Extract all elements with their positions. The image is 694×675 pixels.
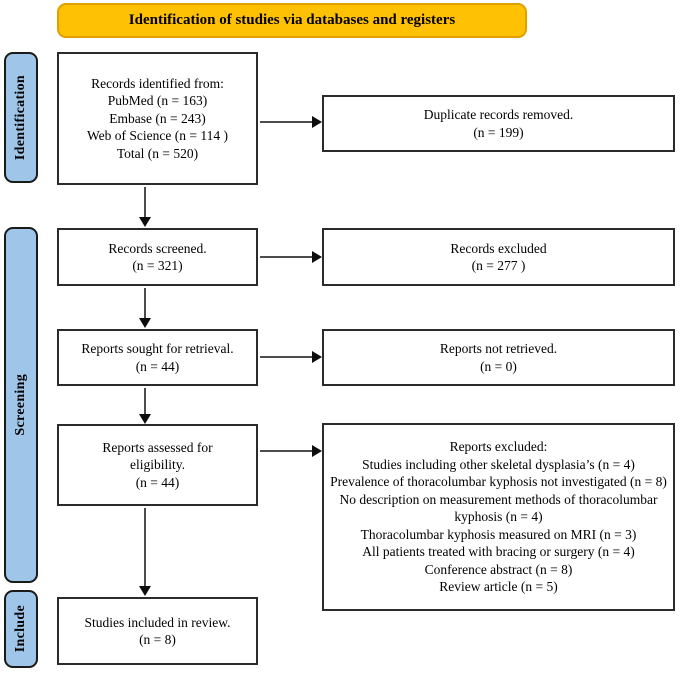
arrow-right-identified-to-duplicates [260, 116, 322, 128]
stage-label-include: Include [4, 590, 38, 668]
banner-identification-via-databases: Identification of studies via databases … [57, 3, 527, 38]
arrow-down-assessed-to-included [139, 508, 151, 596]
box-text-line: Duplicate records removed. [423, 107, 574, 122]
box-text-line: No description on measurement methods of… [339, 491, 658, 525]
box-text-line: (n = 8) [139, 632, 176, 647]
banner-label: Identification of studies via databases … [128, 12, 456, 28]
box-text-line: (n = 44) [135, 474, 180, 490]
box-text-line: Studies including other skeletal dysplas… [362, 456, 635, 472]
arrow-down-sought-to-assessed [139, 388, 151, 424]
box-text-line: (n = 277 ) [471, 258, 526, 273]
box-duplicate-records-removed: Duplicate records removed. (n = 199) [322, 95, 675, 152]
box-reports-not-retrieved: Reports not retrieved. (n = 0) [322, 329, 675, 386]
box-text-line: PubMed (n = 163) [107, 93, 208, 109]
box-reports-sought-for-retrieval: Reports sought for retrieval. (n = 44) [57, 329, 258, 386]
box-text-line: Records excluded [450, 240, 547, 256]
box-text-line: Reports not retrieved. [439, 341, 558, 356]
stage-label-screening: Screening [4, 227, 38, 583]
box-reports-assessed-for-eligibility: Reports assessed for eligibility.(n = 44) [57, 424, 258, 506]
box-text-line: Records screened. [108, 240, 207, 256]
box-text-line: Conference abstract (n = 8) [424, 561, 573, 577]
arrow-right-screened-to-excluded [260, 251, 322, 263]
box-text-line: Reports assessed for [102, 439, 213, 455]
box-text-line: Prevalence of thoracolumbar kyphosis not… [330, 474, 667, 490]
stage-label-identification: Identification [4, 52, 38, 183]
box-text-line: Review article (n = 5) [439, 579, 558, 595]
box-text-line: Reports sought for retrieval. [81, 341, 234, 356]
stage-identification-text: Identification [13, 74, 28, 161]
box-records-excluded: Records excluded (n = 277 ) [322, 228, 675, 286]
box-text-line: (n = 0) [480, 358, 517, 374]
box-text-line: Reports excluded: [449, 439, 548, 455]
box-text-line: (n = 199) [473, 124, 524, 140]
stage-screening-text: Screening [13, 374, 28, 436]
box-text-line: Thoracolumbar kyphosis measured on MRI (… [360, 526, 637, 542]
box-reports-excluded-reasons: Reports excluded:Studies including other… [322, 423, 675, 611]
box-text-line: Total (n = 520) [116, 145, 199, 161]
arrow-down-screened-to-sought [139, 288, 151, 328]
box-text-line: eligibility. [130, 457, 185, 473]
box-records-screened: Records screened. (n = 321) [57, 228, 258, 286]
arrow-down-identified-to-screened [139, 187, 151, 227]
box-text-line: Embase (n = 243) [109, 110, 206, 126]
box-text-line: (n = 321) [132, 258, 183, 273]
box-studies-included-in-review: Studies included in review. (n = 8) [57, 597, 258, 665]
box-text-line: Web of Science (n = 114 ) [87, 128, 228, 144]
box-text-line: Records identified from: [91, 75, 224, 91]
arrow-right-assessed-to-excluded [260, 445, 322, 457]
box-text-line: (n = 44) [135, 358, 180, 374]
box-text-line: Studies included in review. [84, 614, 231, 630]
box-text-line: All patients treated with bracing or sur… [362, 544, 635, 560]
arrow-right-sought-to-not-retrieved [260, 351, 322, 363]
stage-include-text: Include [13, 605, 28, 653]
box-records-identified: Records identified from: PubMed (n = 163)… [57, 52, 258, 185]
